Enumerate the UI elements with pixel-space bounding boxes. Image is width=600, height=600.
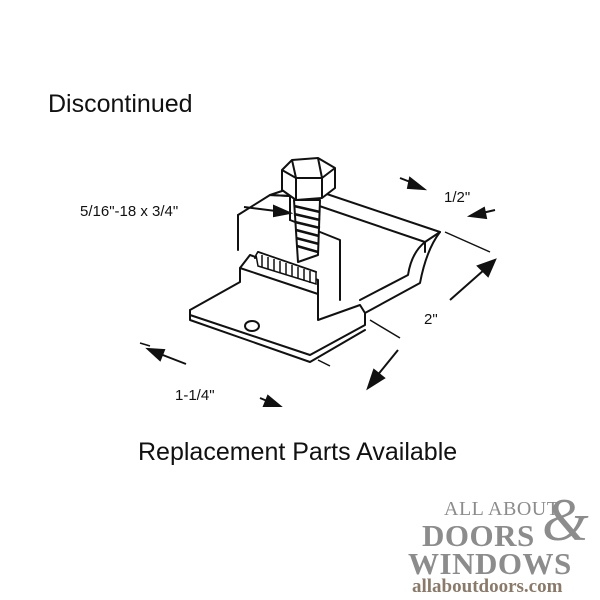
vertical-web xyxy=(237,194,291,221)
hex-bolt xyxy=(281,157,336,263)
brand-url[interactable]: allaboutdoors.com xyxy=(412,576,563,597)
bolt-spec-label: 5/16"-18 x 3/4" xyxy=(80,203,178,220)
brand-line1: ALL ABOUT xyxy=(444,498,560,520)
brand-line3: WINDOWS xyxy=(408,546,572,581)
mounting-hole xyxy=(244,320,260,332)
length-dimension: 2" xyxy=(424,311,438,328)
base-plate xyxy=(189,267,366,356)
brand-ampersand: & xyxy=(542,487,589,553)
brand-logo: ALL ABOUT & DOORS WINDOWS allaboutdoors.… xyxy=(400,487,600,598)
replacement-note: Replacement Parts Available xyxy=(138,438,458,466)
height-dimension: 1/2" xyxy=(444,189,470,206)
brush-pad xyxy=(255,251,317,286)
width-dimension: 1-1/4" xyxy=(175,387,215,404)
status-label: Discontinued xyxy=(48,90,193,118)
brand-line2: DOORS xyxy=(422,518,535,553)
